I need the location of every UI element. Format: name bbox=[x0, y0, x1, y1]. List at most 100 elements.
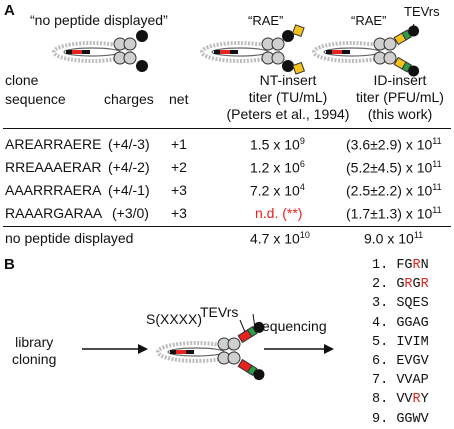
header-clone: clone bbox=[5, 72, 39, 88]
row-3-seq: AAARRRAERA bbox=[5, 182, 102, 198]
header-nt-line1: NT-insert bbox=[259, 72, 317, 88]
row-1-nt-exp: 9 bbox=[299, 136, 305, 146]
row-1-net: +1 bbox=[171, 136, 187, 152]
row-2-charges: (+4/-2) bbox=[108, 159, 150, 175]
header-nt-insert: NT-insert titer (TU/mL) (Peters et al., … bbox=[222, 72, 354, 123]
row-3-id-exp: 11 bbox=[432, 182, 442, 192]
sequence-num: 1. bbox=[372, 258, 389, 273]
header-id-line1: ID-insert bbox=[373, 72, 427, 88]
row-2-seq: RREAAAERAR bbox=[5, 159, 102, 175]
footer-nt-base: 4.7 x 10 bbox=[250, 230, 300, 247]
header-nt-line2: titer (TU/mL) bbox=[248, 89, 328, 105]
row-1-seq: AREARRAERE bbox=[5, 136, 102, 152]
sequence-item-6: 6. EVGV bbox=[372, 352, 429, 371]
header-nt-line3: (Peters et al., 1994) bbox=[226, 106, 350, 122]
sequence-part: FG bbox=[396, 258, 413, 273]
header-net: net bbox=[169, 91, 189, 107]
row-4-id-exp: 11 bbox=[432, 205, 442, 215]
sequence-part: EVGV bbox=[396, 354, 429, 370]
sequence-item-3: 3. SQES bbox=[372, 294, 429, 313]
row-4-net: +3 bbox=[171, 205, 187, 221]
sequence-item-1: 1. FGRN bbox=[372, 256, 429, 275]
row-1-id-exp: 11 bbox=[432, 136, 442, 146]
header-id-insert: ID-insert titer (PFU/mL) (this work) bbox=[348, 72, 452, 123]
panel-b-label: B bbox=[4, 256, 15, 273]
sequence-num: 6. bbox=[372, 354, 389, 370]
sequence-num: 7. bbox=[372, 373, 389, 389]
phage-diagram-id-insert bbox=[312, 23, 420, 77]
no-peptide-label: “no peptide displayed” bbox=[30, 12, 168, 28]
sequence-num: 2. bbox=[372, 277, 389, 293]
row-2-id-titer: (5.2±4.5) x 1011 bbox=[346, 159, 442, 176]
tevrs-label-b: TEVrs bbox=[200, 304, 239, 320]
sequence-item-9: 9. GGWV bbox=[372, 410, 429, 429]
footer-id-exp: 11 bbox=[413, 230, 424, 240]
sequence-num: 4. bbox=[372, 315, 389, 331]
row-4-id-titer: (1.7±1.3) x 1011 bbox=[346, 205, 442, 222]
phage-diagram-library bbox=[156, 313, 265, 381]
insert-label: S(XXXX) bbox=[146, 311, 203, 327]
row-3-net: +3 bbox=[171, 182, 187, 198]
sequence-part: SQES bbox=[396, 296, 429, 312]
row-3-nt-exp: 4 bbox=[299, 182, 305, 192]
row-3-id-base: (2.5±2.2) x 10 bbox=[346, 182, 433, 199]
footer-label: no peptide displayed bbox=[5, 230, 134, 246]
phage-diagram-no-peptide bbox=[52, 30, 148, 72]
row-1-id-titer: (3.6±2.9) x 1011 bbox=[346, 136, 442, 153]
row-3-nt-titer: 7.2 x 104 bbox=[250, 182, 305, 199]
sequence-item-4: 4. GGAG bbox=[372, 314, 429, 333]
header-id-line2: titer (PFU/mL) bbox=[356, 89, 444, 105]
sequence-num: 5. bbox=[372, 334, 389, 350]
footer-id-base: 9.0 x 10 bbox=[364, 230, 414, 247]
footer-nt-exp: 10 bbox=[299, 230, 310, 240]
sequence-part: VV bbox=[396, 392, 413, 408]
footer-id-titer: 9.0 x 1011 bbox=[364, 230, 423, 247]
library-cloning-line2: cloning bbox=[12, 351, 57, 367]
row-1-id-base: (3.6±2.9) x 10 bbox=[346, 136, 433, 153]
row-4-nt-titer-nd: n.d. (**) bbox=[255, 205, 303, 221]
arrow-library-cloning bbox=[82, 344, 148, 354]
sequence-part-charged: R bbox=[420, 277, 429, 293]
row-2-nt-base: 1.2 x 10 bbox=[250, 159, 300, 176]
header-charges: charges bbox=[104, 91, 154, 107]
header-id-line3: (this work) bbox=[367, 106, 433, 122]
sequence-item-8: 8. VVRY bbox=[372, 390, 429, 409]
row-1-nt-base: 1.5 x 10 bbox=[250, 136, 300, 153]
row-1-nt-titer: 1.5 x 109 bbox=[250, 136, 305, 153]
sequence-part: G bbox=[412, 277, 421, 293]
row-2-id-base: (5.2±4.5) x 10 bbox=[346, 159, 433, 176]
sequence-part: Y bbox=[420, 392, 429, 408]
sequence-part: G bbox=[396, 277, 405, 293]
library-cloning-label: library cloning bbox=[12, 334, 56, 368]
rae-id-label: “RAE” bbox=[351, 13, 387, 28]
sequence-part: VVAP bbox=[396, 373, 429, 389]
row-2-id-exp: 11 bbox=[432, 159, 442, 169]
table-top-rule bbox=[3, 128, 451, 129]
sequence-part: N bbox=[420, 258, 429, 273]
library-cloning-line1: library bbox=[15, 334, 54, 350]
sequence-num: 3. bbox=[372, 296, 389, 312]
row-4-seq: RAAARGARAA bbox=[5, 205, 103, 221]
row-3-charges: (+4/-1) bbox=[108, 182, 150, 198]
row-3-id-titer: (2.5±2.2) x 1011 bbox=[346, 182, 442, 199]
sequence-item-5: 5. IVIM bbox=[372, 333, 429, 352]
sequence-item-7: 7. VVAP bbox=[372, 371, 429, 390]
sequence-item-2: 2. GRGR bbox=[372, 275, 429, 294]
footer-nt-titer: 4.7 x 1010 bbox=[250, 230, 310, 247]
arrow-sequencing bbox=[264, 344, 334, 354]
rae-nt-label: “RAE” bbox=[248, 13, 284, 28]
tevrs-label-a: TEVrs bbox=[404, 4, 440, 19]
row-2-net: +2 bbox=[171, 159, 187, 175]
row-4-charges: (+3/0) bbox=[112, 205, 149, 221]
row-2-nt-exp: 6 bbox=[299, 159, 305, 169]
sequence-part-charged: R bbox=[412, 258, 421, 273]
row-3-nt-base: 7.2 x 10 bbox=[250, 182, 300, 199]
sequence-part-charged: R bbox=[412, 392, 421, 408]
row-4-id-base: (1.7±1.3) x 10 bbox=[346, 205, 433, 222]
sequence-list: 1. FGRN 2. GRGR 3. SQES 4. GGAG 5. IVIM … bbox=[372, 256, 429, 429]
row-1-charges: (+4/-3) bbox=[108, 136, 150, 152]
table-mid-rule bbox=[3, 226, 451, 227]
header-sequence: sequence bbox=[5, 91, 66, 107]
sequence-part-charged: R bbox=[404, 277, 413, 293]
sequencing-label: sequencing bbox=[255, 318, 327, 334]
